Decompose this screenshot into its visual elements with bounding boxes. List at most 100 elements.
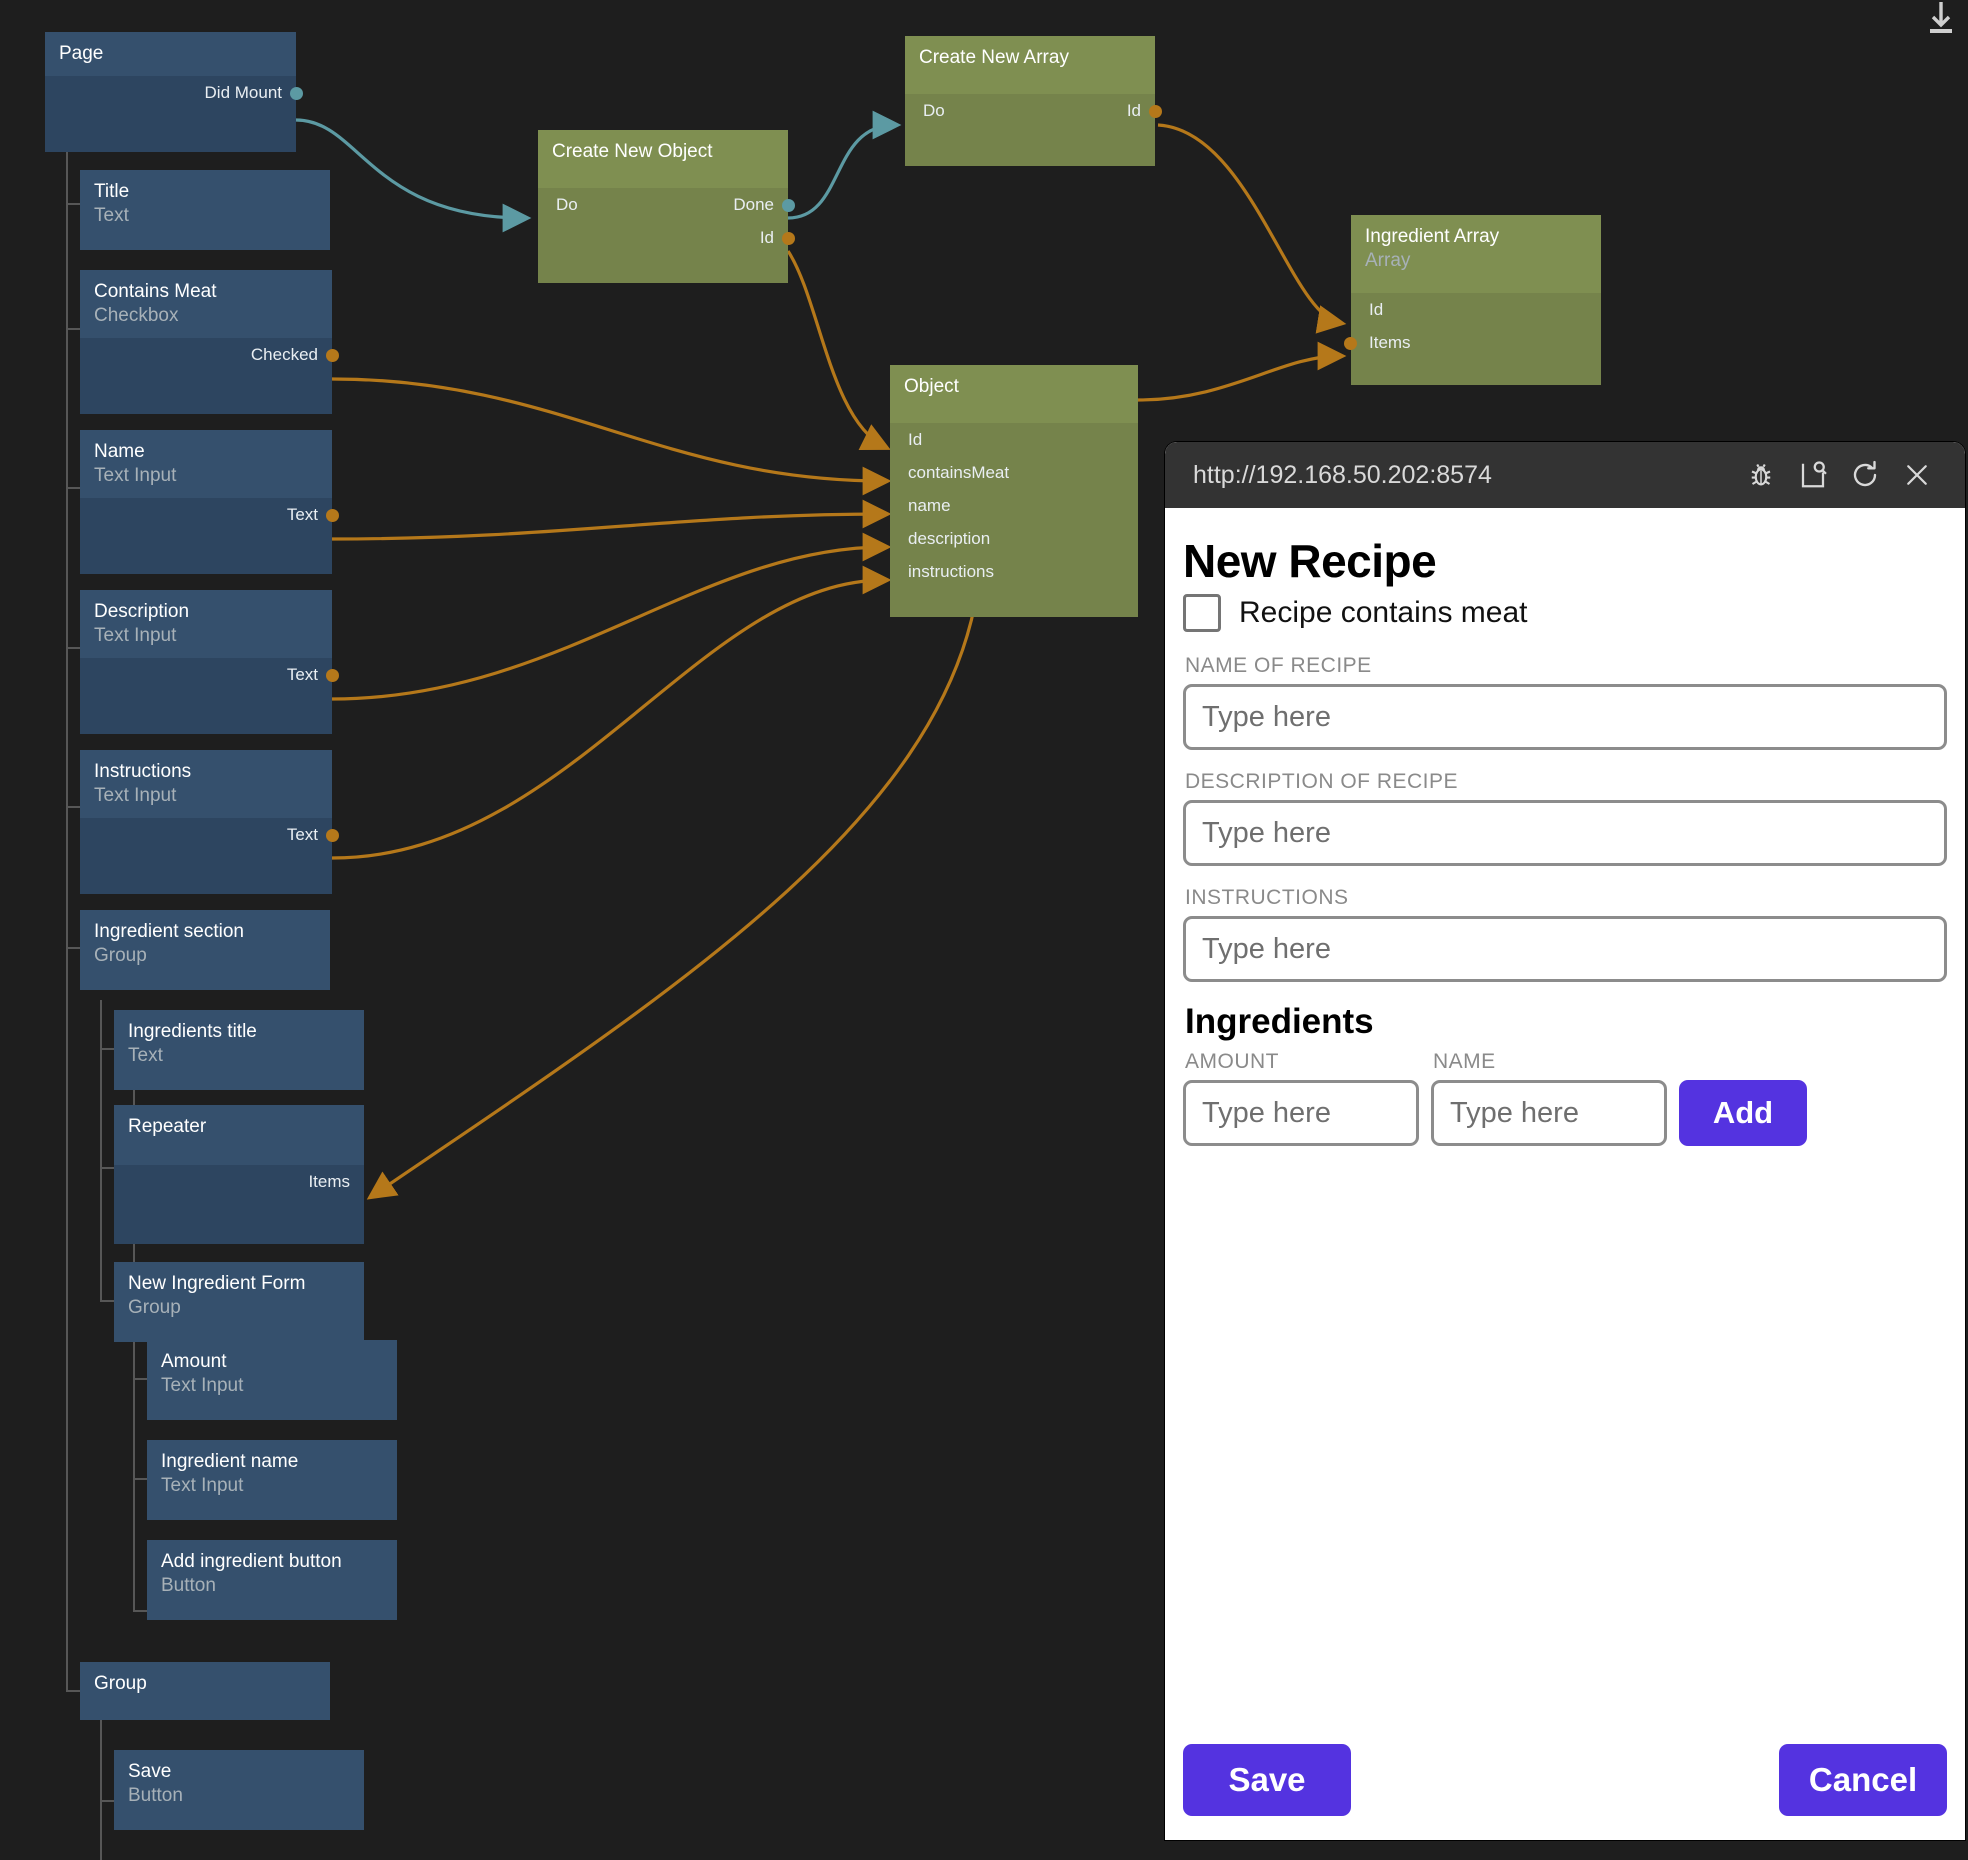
port-label-text: Text <box>286 825 318 844</box>
tree-guide <box>66 203 80 205</box>
port-row-id[interactable]: Id <box>890 423 1138 456</box>
name-of-recipe-label: NAME OF RECIPE <box>1185 654 1372 677</box>
node-subtitle: Text Input <box>161 1375 244 1396</box>
contains-meat-checkbox[interactable] <box>1183 594 1221 632</box>
port-row-instructions[interactable]: instructions <box>890 555 1138 588</box>
port-row-text[interactable]: Text <box>80 498 332 531</box>
reload-icon[interactable] <box>1839 449 1891 501</box>
instructions-input[interactable]: Type here <box>1183 916 1947 982</box>
node-header: Name Text Input <box>80 430 332 498</box>
contains-meat-label: Recipe contains meat <box>1239 596 1528 629</box>
node-header: Contains Meat Checkbox <box>80 270 332 338</box>
node-ingredient-section[interactable]: Ingredient section Group <box>80 910 330 990</box>
node-name-input[interactable]: Name Text Input Text <box>80 430 339 574</box>
node-page[interactable]: Page Did Mount <box>45 32 303 152</box>
node-subtitle: Text <box>94 205 129 226</box>
node-title: Contains Meat <box>94 281 217 302</box>
port-row-checked[interactable]: Checked <box>80 338 332 371</box>
port-label-items: Items <box>308 1172 350 1191</box>
node-header: Description Text Input <box>80 590 332 658</box>
port-dot-text[interactable] <box>326 509 339 522</box>
port-label-text: Text <box>286 665 318 684</box>
tree-guide <box>133 1378 147 1380</box>
port-label-do: Do <box>923 101 945 120</box>
node-create-new-object[interactable]: Create New Object Do Done Id <box>538 130 795 283</box>
node-description-input[interactable]: Description Text Input Text <box>80 590 339 734</box>
node-repeater[interactable]: Repeater Items <box>114 1105 364 1244</box>
node-title-text[interactable]: Title Text <box>80 170 330 250</box>
port-row-containsmeat[interactable]: containsMeat <box>890 456 1138 489</box>
port-label-do: Do <box>556 195 578 214</box>
download-icon[interactable] <box>1918 0 1964 40</box>
node-amount-input[interactable]: Amount Text Input <box>147 1340 397 1420</box>
port-row-items[interactable]: Items <box>114 1165 364 1198</box>
node-title: Create New Array <box>919 47 1069 68</box>
node-body: Did Mount <box>45 76 303 152</box>
save-button[interactable]: Save <box>1183 1744 1351 1816</box>
node-subtitle: Text Input <box>94 625 177 646</box>
new-ingredient-row: AMOUNT Type here NAME Type here Add <box>1183 1050 1947 1166</box>
tree-guide <box>66 150 68 1690</box>
port-label-id: Id <box>1126 101 1141 120</box>
node-header: Ingredient name Text Input <box>147 1440 397 1520</box>
inspect-page-icon[interactable] <box>1787 449 1839 501</box>
port-dot-text[interactable] <box>326 669 339 682</box>
port-row-name[interactable]: name <box>890 489 1138 522</box>
port-dot-text[interactable] <box>326 829 339 842</box>
node-header: Ingredients title Text <box>114 1010 364 1090</box>
port-row-id[interactable]: Id <box>538 221 788 254</box>
port-row-text[interactable]: Text <box>80 818 332 851</box>
contains-meat-row[interactable]: Recipe contains meat <box>1183 594 1947 632</box>
port-row-do[interactable]: Do Id <box>905 94 1155 127</box>
add-ingredient-button[interactable]: Add <box>1679 1080 1807 1146</box>
node-group[interactable]: Group <box>80 1662 330 1720</box>
description-of-recipe-input[interactable]: Type here <box>1183 800 1947 866</box>
node-object[interactable]: Object Id containsMeat name description … <box>890 365 1138 617</box>
port-dot-items[interactable] <box>1344 337 1357 350</box>
port-label-id: Id <box>759 228 774 247</box>
bug-icon[interactable] <box>1735 449 1787 501</box>
port-row-did-mount[interactable]: Did Mount <box>45 76 296 109</box>
node-create-new-array[interactable]: Create New Array Do Id <box>905 36 1162 166</box>
node-title: Instructions <box>94 761 192 782</box>
node-subtitle: Group <box>94 945 147 966</box>
amount-label: AMOUNT <box>1185 1050 1279 1073</box>
ingredient-name-input[interactable]: Type here <box>1431 1080 1667 1146</box>
port-dot-id[interactable] <box>1149 105 1162 118</box>
port-dot-checked[interactable] <box>326 349 339 362</box>
close-icon[interactable] <box>1891 449 1943 501</box>
node-header: Ingredient section Group <box>80 910 330 990</box>
node-ingredients-title[interactable]: Ingredients title Text <box>114 1010 364 1090</box>
preview-browser-window[interactable]: http://192.168.50.202:8574 <box>1165 442 1965 1840</box>
node-ingredient-array[interactable]: Ingredient Array Array Id Items <box>1344 215 1601 385</box>
node-add-ingredient-button[interactable]: Add ingredient button Button <box>147 1540 397 1620</box>
amount-input[interactable]: Type here <box>1183 1080 1419 1146</box>
tree-guide <box>100 1000 102 1302</box>
url-text[interactable]: http://192.168.50.202:8574 <box>1193 460 1492 489</box>
name-of-recipe-input[interactable]: Type here <box>1183 684 1947 750</box>
node-save-button[interactable]: Save Button <box>114 1750 364 1830</box>
port-dot-did-mount[interactable] <box>290 87 303 100</box>
port-row-id[interactable]: Id <box>1351 293 1601 326</box>
port-dot-id[interactable] <box>782 232 795 245</box>
cancel-button[interactable]: Cancel <box>1779 1744 1947 1816</box>
node-title: Create New Object <box>552 141 713 162</box>
port-row-items[interactable]: Items <box>1351 326 1601 359</box>
node-new-ingredient-form[interactable]: New Ingredient Form Group <box>114 1262 364 1342</box>
node-ingredient-name-input[interactable]: Ingredient name Text Input <box>147 1440 397 1520</box>
node-header: Title Text <box>80 170 330 250</box>
node-body: Do Id <box>905 94 1162 166</box>
port-dot-done[interactable] <box>782 199 795 212</box>
node-subtitle: Text Input <box>94 785 177 806</box>
node-subtitle: Text Input <box>161 1475 244 1496</box>
port-row-do[interactable]: Do Done <box>538 188 788 221</box>
port-row-text[interactable]: Text <box>80 658 332 691</box>
node-body: Text <box>80 818 339 894</box>
node-subtitle: Array <box>1365 250 1411 271</box>
node-contains-meat[interactable]: Contains Meat Checkbox Checked <box>80 270 339 414</box>
node-subtitle: Checkbox <box>94 305 179 326</box>
node-subtitle: Text <box>128 1045 163 1066</box>
node-instructions-input[interactable]: Instructions Text Input Text <box>80 750 339 894</box>
port-row-description[interactable]: description <box>890 522 1138 555</box>
node-title: Title <box>94 181 130 202</box>
